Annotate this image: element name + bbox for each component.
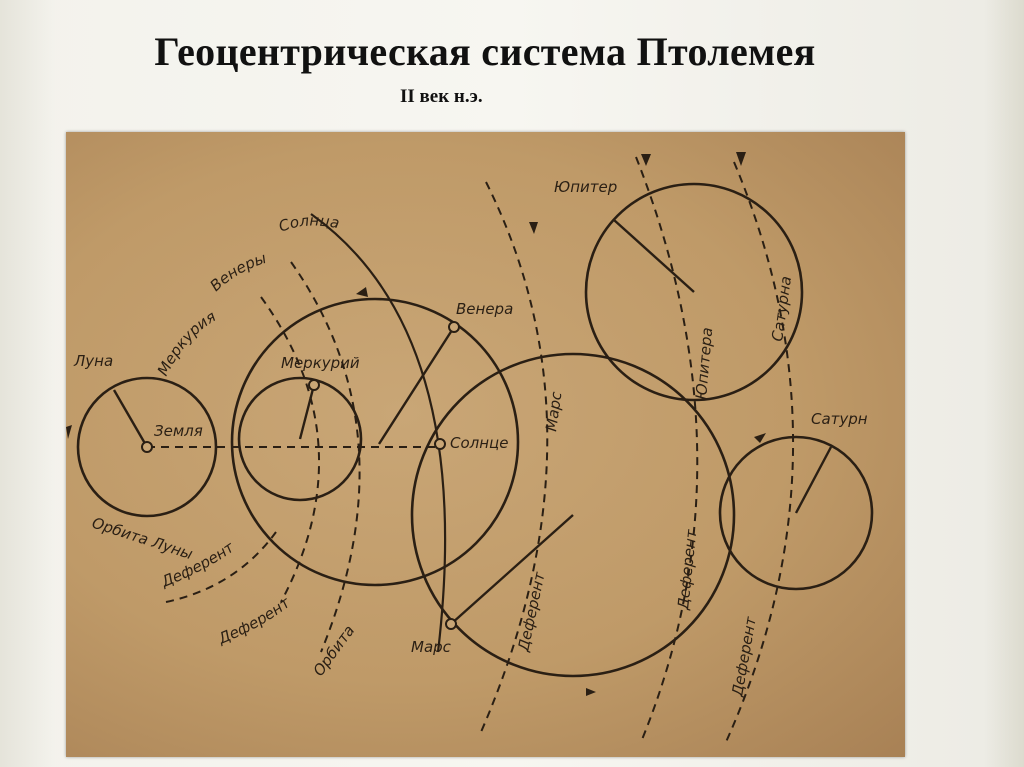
arrow-icon xyxy=(66,425,72,439)
venus-marker xyxy=(449,322,459,332)
jupiter-deferent xyxy=(636,157,697,742)
diagram-photo: Луна Земля Меркурий Венера Солнце Марс Ю… xyxy=(66,132,905,757)
sun-arc-path-text: Солнца xyxy=(276,212,341,236)
label-deferent-3: Деферент xyxy=(514,569,549,653)
mars-radius xyxy=(451,515,573,624)
label-jupiter-arc: Юпитера xyxy=(692,327,716,401)
deferent-2-path-text: Деферент xyxy=(215,593,295,648)
arrow-icon xyxy=(529,222,538,234)
sun-marker xyxy=(435,439,445,449)
mercury-radius xyxy=(300,385,314,439)
label-saturn-arc: Сатурна xyxy=(768,275,795,343)
slide-right-shade xyxy=(984,0,1024,767)
label-sun-arc: Солнца xyxy=(276,212,341,236)
label-deferent-4: Деферент xyxy=(674,527,701,611)
arrow-icon xyxy=(754,433,766,443)
label-mercury: Меркурий xyxy=(281,354,360,372)
venus-radius xyxy=(379,327,454,444)
label-mars-arc: Марс xyxy=(542,390,565,433)
label-earth: Земля xyxy=(154,422,203,440)
mercury-arc-path-text: Меркурия xyxy=(154,307,219,378)
arrow-icon xyxy=(356,287,368,297)
orbit-path-text: Орбита xyxy=(310,622,359,680)
mercury-marker xyxy=(309,380,319,390)
arrow-icon xyxy=(641,154,651,166)
slide-left-shade xyxy=(0,0,55,767)
label-moon: Луна xyxy=(73,352,113,370)
label-mars-lower: Марс xyxy=(411,638,452,656)
label-venus-arc: Венеры xyxy=(206,249,268,295)
venus-arc-path-text: Венеры xyxy=(206,249,268,295)
label-sun: Солнце xyxy=(450,434,508,452)
label-moon-orbit: Орбита Луны xyxy=(90,514,195,564)
jupiter-radius xyxy=(614,220,694,292)
earth-marker xyxy=(142,442,152,452)
sun-orbit-arc xyxy=(311,214,445,652)
page-title: Геоцентрическая система Птолемея xyxy=(0,28,970,75)
ptolemy-diagram: Луна Земля Меркурий Венера Солнце Марс Ю… xyxy=(66,132,905,757)
mars-marker xyxy=(446,619,456,629)
arrow-icon xyxy=(586,688,596,696)
moon-radius xyxy=(114,390,147,447)
label-deferent-2: Деферент xyxy=(215,593,295,648)
label-deferent-5: Деферент xyxy=(728,614,760,698)
label-orbit: Орбита xyxy=(310,622,359,680)
label-venus: Венера xyxy=(456,300,513,318)
label-saturn: Сатурн xyxy=(811,410,868,428)
label-mercury-arc: Меркурия xyxy=(154,307,219,378)
saturn-radius xyxy=(796,447,831,513)
arrow-icon xyxy=(736,152,746,166)
label-jupiter: Юпитер xyxy=(554,178,617,196)
page-subtitle: II век н.э. xyxy=(400,86,483,108)
